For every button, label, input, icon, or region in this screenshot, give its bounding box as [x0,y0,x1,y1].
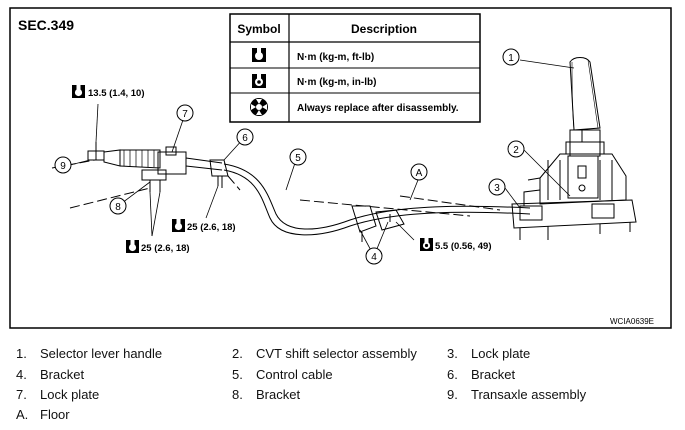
legend-item-6: 6.Bracket [447,367,516,382]
selector-lever-handle [569,57,601,142]
torque-wrench-icon [252,48,266,62]
legend-item-3: 3.Lock plate [447,346,531,361]
torque-spec-2: 25 (2.6, 18) [172,219,236,233]
replace-after-disassembly-icon [250,98,268,116]
torque-wrench-small-icon [252,74,266,88]
callout-8: 8 [109,197,127,215]
svg-text:A: A [416,168,423,179]
svg-text:6: 6 [242,133,248,144]
callout-1: 1 [502,48,520,66]
symbol-row-2-description: N·m (kg-m, in-lb) [297,77,376,88]
callout-9: 9 [54,156,72,174]
floor-line [227,175,501,217]
legend-item-5: 5.Control cable [232,367,333,382]
callout-2: 2 [507,140,525,158]
svg-text:3: 3 [494,183,500,194]
symbol-row-3-description: Always replace after disassembly. [297,103,459,114]
torque-wrench-icon [126,240,139,253]
torque-spec-3: 25 (2.6, 18) [126,240,190,254]
legend-item-9: 9.Transaxle assembly [447,387,587,402]
figure-code: WCIA0639E [610,317,654,326]
callout-A: A [410,163,428,181]
svg-text:5.5 (0.56, 49): 5.5 (0.56, 49) [435,241,492,252]
leader-lines [65,59,575,257]
torque-wrench-icon [172,219,185,232]
svg-text:8: 8 [115,202,121,213]
control-cable [223,163,531,236]
svg-text:25 (2.6, 18): 25 (2.6, 18) [187,222,236,233]
svg-text:4: 4 [371,252,377,263]
callouts: 1 2 3 4 5 6 7 8 9 A [54,48,525,265]
svg-text:7: 7 [182,109,188,120]
legend-item-8: 8.Bracket [232,387,301,402]
description-header: Description [351,22,417,36]
torque-wrench-icon [72,85,85,98]
torque-spec-1: 13.5 (1.4, 10) [72,85,145,99]
callout-6: 6 [236,128,254,146]
legend-item-A: A.Floor [16,407,70,422]
symbol-table: Symbol Description N·m (kg-m, ft-lb) N·m… [229,13,481,123]
legend-item-1: 1.Selector lever handle [16,346,163,361]
legend-item-2: 2.CVT shift selector assembly [232,346,417,361]
torque-wrench-small-icon [420,238,433,251]
torque-spec-4: 5.5 (0.56, 49) [420,238,492,252]
legend-item-4: 4.Bracket [16,367,85,382]
svg-text:2: 2 [513,145,519,156]
callout-7: 7 [176,104,194,122]
svg-text:1: 1 [508,53,514,64]
svg-text:13.5 (1.4, 10): 13.5 (1.4, 10) [88,88,145,99]
svg-text:5: 5 [295,153,301,164]
section-label: SEC.349 [18,17,74,33]
callout-5: 5 [289,148,307,166]
callout-3: 3 [488,178,506,196]
svg-text:9: 9 [60,161,66,172]
symbol-header: Symbol [237,22,280,36]
cable-end-assembly [87,142,223,192]
shift-selector-assembly [511,129,637,240]
legend-item-7: 7.Lock plate [16,387,100,402]
symbol-row-1-description: N·m (kg-m, ft-lb) [297,52,374,63]
svg-text:25 (2.6, 18): 25 (2.6, 18) [141,243,190,254]
callout-4: 4 [365,247,383,265]
